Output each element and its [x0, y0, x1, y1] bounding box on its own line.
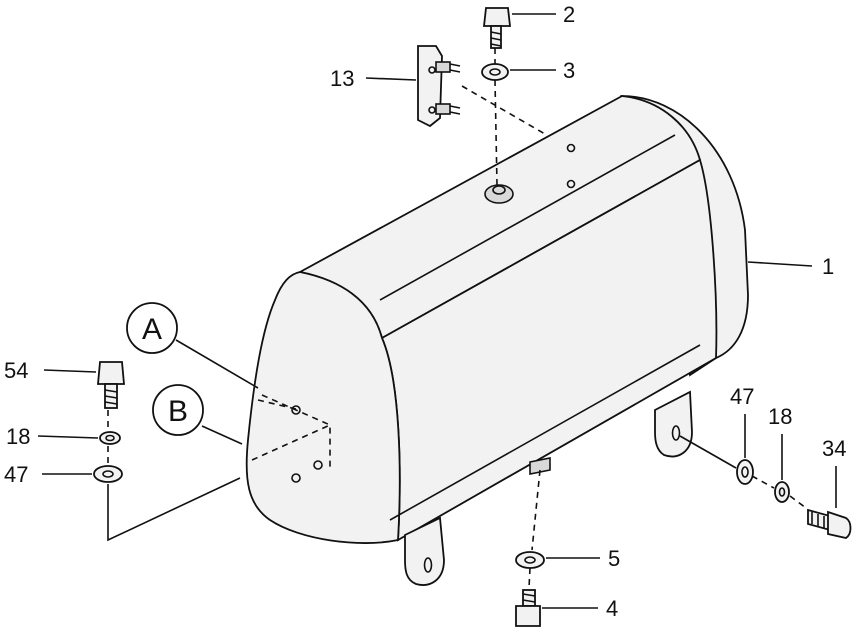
bolt-right	[807, 508, 852, 539]
bolt-bottom	[515, 589, 541, 627]
callout-2: 2	[512, 2, 575, 27]
callout-4: 4	[542, 596, 618, 621]
svg-text:B: B	[168, 395, 188, 428]
callout-47-right: 47	[730, 384, 754, 458]
terminal-block	[417, 45, 461, 128]
washer-left	[93, 465, 123, 483]
top-boss	[484, 184, 514, 204]
bolt-left	[97, 361, 125, 409]
callout-1: 1	[747, 254, 834, 279]
svg-text:A: A	[142, 313, 162, 346]
svg-text:4: 4	[606, 596, 618, 621]
svg-text:18: 18	[768, 404, 792, 429]
bolt-top	[482, 7, 512, 49]
svg-text:18: 18	[6, 424, 30, 449]
washer-top	[481, 63, 509, 81]
leader-lines	[107, 48, 807, 589]
svg-text:34: 34	[822, 436, 846, 461]
svg-text:13: 13	[330, 66, 354, 91]
callout-54: 54	[4, 358, 97, 383]
tank-body	[245, 95, 749, 544]
svg-text:1: 1	[822, 254, 834, 279]
svg-text:54: 54	[4, 358, 28, 383]
drain-boss	[529, 457, 551, 475]
callout-5: 5	[546, 546, 620, 571]
lock-washer-right	[774, 481, 790, 503]
svg-text:47: 47	[730, 384, 754, 409]
bracket-rear	[654, 390, 693, 458]
svg-text:3: 3	[563, 58, 575, 83]
callout-18-right: 18	[768, 404, 792, 480]
callout-34: 34	[822, 436, 846, 508]
callout-18-left: 18	[6, 424, 99, 449]
detail-marker-a: A	[126, 302, 178, 354]
svg-text:5: 5	[608, 546, 620, 571]
bracket-front	[404, 516, 445, 586]
detail-marker-b: B	[152, 384, 204, 436]
callout-47-left: 47	[4, 462, 92, 487]
washer-right	[736, 459, 754, 485]
washer-bottom	[515, 551, 545, 569]
callout-3: 3	[510, 58, 575, 83]
svg-text:2: 2	[563, 2, 575, 27]
callout-13: 13	[330, 66, 417, 91]
svg-text:47: 47	[4, 462, 28, 487]
lock-washer-left	[99, 431, 121, 445]
